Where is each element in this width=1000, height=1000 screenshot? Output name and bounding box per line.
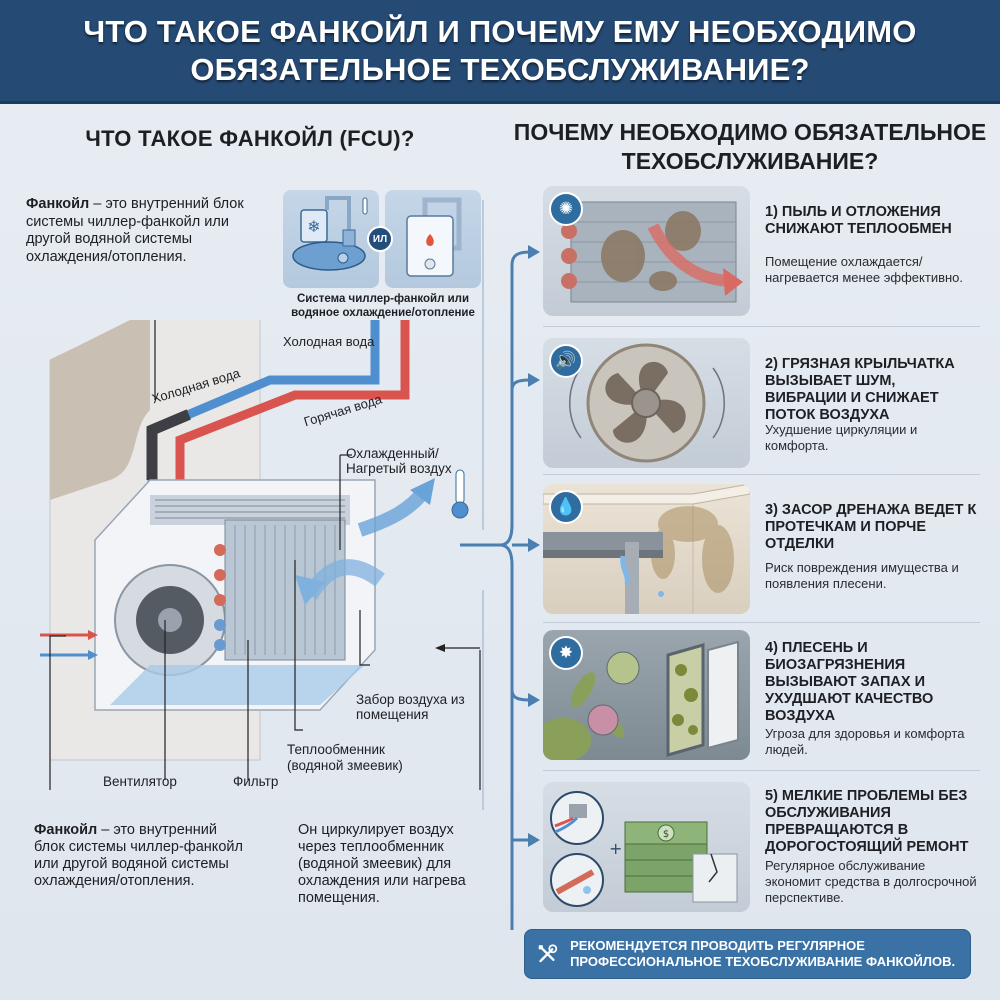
connector-arrows: [460, 245, 540, 930]
section-title-what-is-fancoil: ЧТО ТАКОЕ ФАНКОЙЛ (FCU)?: [85, 126, 415, 151]
boiler-flame-icon: [385, 190, 481, 288]
reason-card-mold: ✸ 4) Плесень и биозагрязнения вызывают з…: [543, 630, 980, 762]
dust-coil-image: [543, 186, 750, 316]
reason-card-fan-noise: 🔊 2) Грязная крыльчатка вызывает шум, ви…: [543, 338, 980, 470]
column-divider: [482, 200, 484, 530]
page-title: ЧТО ТАКОЕ ФАНКОЙЛ И ПОЧЕМУ ЕМУ НЕОБХОДИМ…: [83, 13, 917, 87]
svg-text:❄: ❄: [307, 219, 320, 236]
repair-cost-image: + $: [543, 782, 750, 912]
label-heat-exchanger-sub: (водяной змеевик): [287, 758, 403, 773]
page-header: ЧТО ТАКОЕ ФАНКОЙЛ И ПОЧЕМУ ЕМУ НЕОБХОДИМ…: [0, 0, 1000, 104]
dust-snowflake-icon: ✺: [549, 192, 583, 226]
reason-title: 1) Пыль и отложения снижают теплообмен: [765, 204, 952, 237]
water-systems-illustration: ❄ ИЛ Система чиллер-фанкойл или водяное …: [283, 190, 483, 320]
reason-description: Угроза для здоровья и комфорта людей.: [765, 726, 965, 757]
reason-card-dust: ✺ 1) Пыль и отложения снижают теплообмен…: [543, 186, 980, 318]
reason-card-costly-repair: + $ 5) Мелкие проблемы без обслуживания …: [543, 782, 980, 914]
bacteria-icon: ✸: [549, 636, 583, 670]
reason-description: Риск повреждения имущества и появления п…: [765, 560, 959, 591]
section-title-why-maintenance: ПОЧЕМУ НЕОБХОДИМО ОБЯЗАТЕЛЬНОЕ ТЕХОБСЛУЖ…: [513, 119, 987, 174]
speaker-noise-icon: 🔊: [549, 344, 583, 378]
label-filter: Фильтр: [233, 774, 279, 789]
reason-description: Регулярное обслуживание экономит средств…: [765, 858, 977, 905]
water-drop-icon: 💧: [549, 490, 583, 524]
fancoil-definition-bottom: Фанкойл – это внутренний блок системы чи…: [34, 822, 243, 889]
svg-text:+: +: [609, 839, 622, 858]
systems-caption: Система чиллер-фанкойл или водяное охлаж…: [291, 293, 475, 319]
card-divider: [543, 474, 980, 475]
leaking-drain-image: [543, 484, 750, 614]
card-divider: [543, 326, 980, 327]
reason-description: Помещение охлаждается/ нагревается менее…: [765, 254, 964, 285]
or-badge: ИЛ: [367, 226, 393, 252]
mold-filter-image: [543, 630, 750, 760]
recommendation-text: Рекомендуется проводить регулярное профе…: [570, 938, 956, 969]
reason-title: 2) Грязная крыльчатка вызывает шум, вибр…: [765, 356, 955, 423]
svg-text:$: $: [663, 829, 669, 840]
wrench-screwdriver-icon: [538, 944, 558, 963]
label-cold-water-vertical: Холодная вода: [283, 334, 375, 349]
reason-title: 4) Плесень и биозагрязнения вызывают зап…: [765, 640, 934, 724]
reason-title: 3) Засор дренажа ведет к протечкам и пор…: [765, 502, 977, 552]
label-air-out: Охлажденный/ Нагретый воздух: [346, 446, 452, 476]
label-heat-exchanger: Теплообменник: [287, 742, 385, 757]
reason-card-drain-leak: 💧 3) Засор дренажа ведет к протечкам и п…: [543, 484, 980, 616]
card-divider: [543, 770, 980, 771]
reason-description: Ухудшение циркуляции и комфорта.: [765, 422, 918, 453]
column-divider: [482, 590, 484, 810]
card-divider: [543, 622, 980, 623]
label-fan: Вентилятор: [103, 774, 177, 789]
label-air-intake: Забор воздуха из помещения: [356, 692, 465, 722]
fancoil-circulation-description: Он циркулирует воздух через теплообменни…: [298, 822, 466, 906]
recommendation-banner: Рекомендуется проводить регулярное профе…: [524, 929, 971, 979]
chiller-snowflake-icon: ❄: [283, 190, 379, 288]
fancoil-definition-top: Фанкойл – это внутренний блок системы чи…: [26, 196, 244, 265]
fancoil-unit-illustration: [20, 320, 490, 790]
reason-title: 5) Мелкие проблемы без обслуживания прев…: [765, 788, 969, 855]
